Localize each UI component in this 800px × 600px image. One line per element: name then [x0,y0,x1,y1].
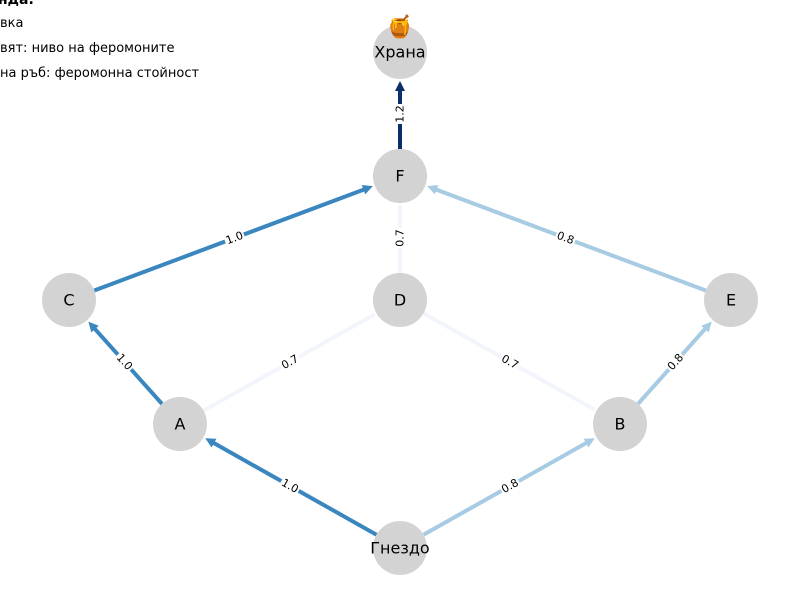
node-label: F [395,167,404,186]
legend-line-1: вка [0,16,23,31]
edge-D-B: 0.7 [422,311,596,412]
node-circle [373,521,427,575]
node-food: Храна [373,25,427,79]
edge-arrowhead [395,81,405,91]
edge-value-label: 1.0 [279,476,301,496]
node-circle [373,25,427,79]
node-circle [593,397,647,451]
edge-label-bg [663,349,688,375]
edge-D-F: 0.7 [393,205,407,273]
edge-label-bg [393,104,407,124]
edge-arrowhead [88,321,99,333]
edge-A-C: 1.0 [88,321,164,406]
node-label: Гнездо [370,539,429,558]
node-F: F [373,149,427,203]
edge-label-bg [497,474,523,498]
node-circle [704,273,758,327]
node-D: D [373,273,427,327]
legend-line-2: вят: ниво на феромоните [0,41,174,56]
edge-value-label: 0.7 [499,352,521,372]
edge-arrowhead [427,184,439,195]
edge-F-food: 1.2 [393,81,407,149]
edge-E-F: 0.8 [427,184,707,293]
edge-B-E: 0.8 [636,321,712,406]
edge-label-bg [222,227,247,249]
food-jar-icon: 🍯 [386,14,413,40]
edge-label-bg [393,228,407,248]
node-A: A [153,397,207,451]
edge-value-label: 0.8 [555,229,576,247]
edge-value-label: 0.8 [499,476,521,496]
node-B: B [593,397,647,451]
node-circle [373,149,427,203]
edge-label-bg [497,350,523,374]
node-nest: Гнездо [370,521,430,575]
node-circle [42,273,96,327]
node-label: C [63,291,74,310]
edge-arrowhead [583,438,595,448]
node-label: E [726,291,736,310]
node-E: E [704,273,758,327]
edge-arrowhead [205,438,217,448]
node-label: Храна [374,43,425,62]
legend-title: нда: [0,0,34,8]
edge-label-bg [277,474,303,498]
edge-A-D: 0.7 [202,312,376,413]
edge-nest-A: 1.0 [205,438,378,537]
legend-line-3: на ръб: феромонна стойност [0,66,199,81]
legend: нда: вка вят: ниво на феромоните на ръб:… [0,0,199,81]
edge-label-bg [553,227,578,249]
node-label: A [175,415,186,434]
edge-label-bg [112,349,137,375]
node-circle [153,397,207,451]
node-label: D [394,291,406,310]
edges-layer: 1.2 1.0 0.8 0.7 1.0 0.7 0.7 0.8 1.0 0.8 [88,81,712,537]
edge-value-label: 1.2 [394,105,407,123]
node-label: B [615,415,626,434]
edge-value-label: 1.0 [224,229,245,247]
node-C: C [42,273,96,327]
edge-arrowhead [361,184,373,195]
edge-value-label: 0.7 [394,229,407,247]
edge-C-F: 1.0 [93,184,373,293]
node-circle [373,273,427,327]
edge-value-label: 0.7 [279,352,301,372]
edge-nest-B: 0.8 [422,438,595,537]
edge-arrowhead [701,321,712,333]
edge-label-bg [277,350,303,374]
